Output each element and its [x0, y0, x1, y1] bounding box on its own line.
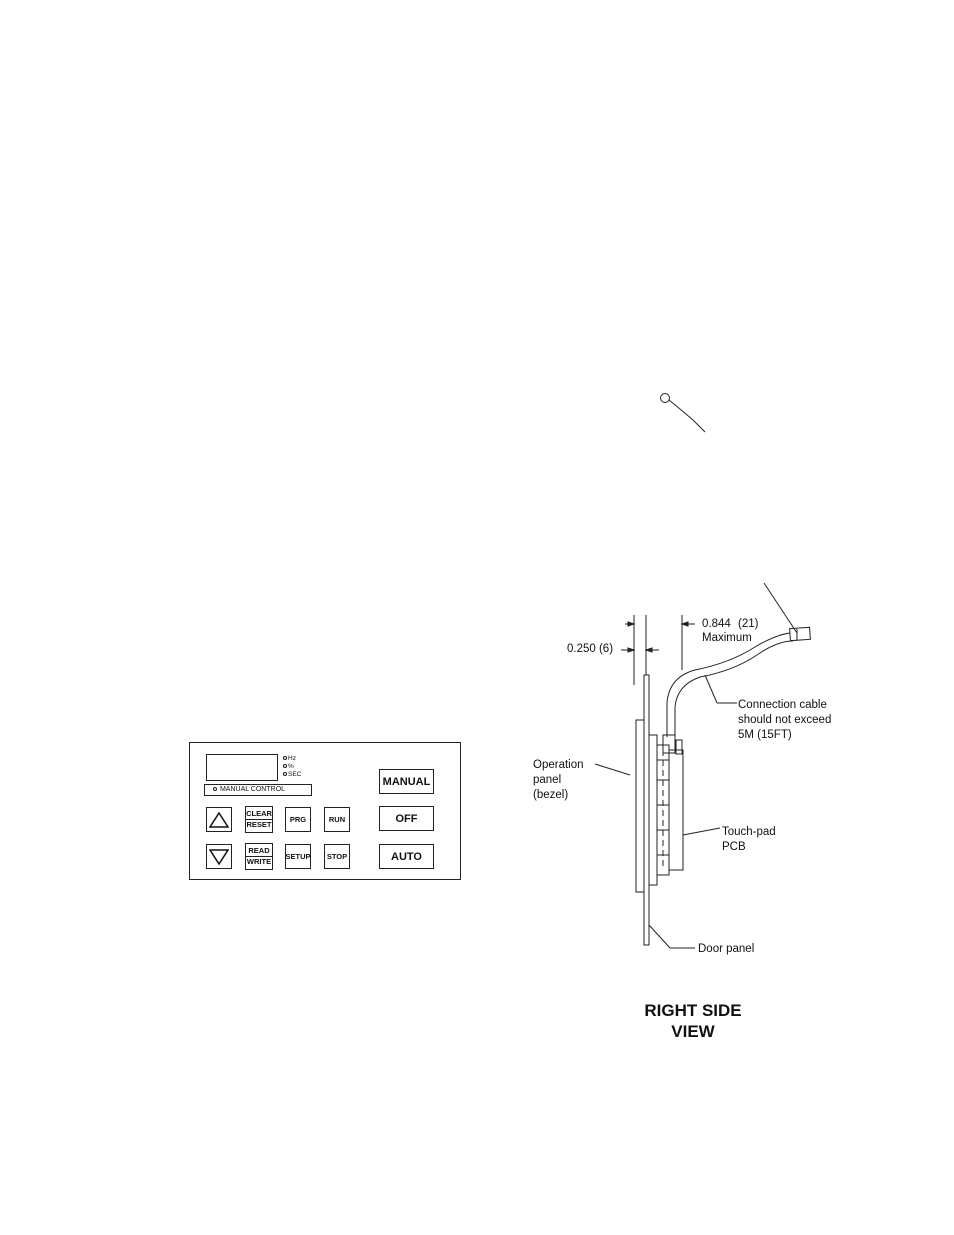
dim-max-word: Maximum [702, 631, 752, 645]
door-panel-label: Door panel [698, 942, 754, 956]
unit-indicators: Hz % SEC [283, 755, 301, 779]
unit-hz: Hz [283, 755, 301, 763]
down-button[interactable] [206, 844, 232, 869]
dim-max-metric: (21) [738, 617, 758, 631]
view-title-line2: VIEW [623, 1021, 763, 1042]
view-title-line1: RIGHT SIDE [623, 1000, 763, 1021]
dim-max-value: 0.844 [702, 617, 731, 631]
cable-note-line2: should not exceed [738, 713, 831, 727]
unit-percent: % [283, 763, 301, 771]
stop-button[interactable]: STOP [324, 844, 350, 869]
prg-button[interactable]: PRG [285, 807, 311, 832]
off-button[interactable]: OFF [379, 806, 434, 831]
led-icon [283, 764, 287, 768]
run-button[interactable]: RUN [324, 807, 350, 832]
dim-bezel-label: 0.250 (6) [567, 642, 613, 656]
unit-sec: SEC [283, 771, 301, 779]
manual-control-indicator: MANUAL CONTROL [204, 784, 312, 796]
lcd-display [206, 754, 278, 781]
operation-panel-line2: panel [533, 773, 561, 787]
led-icon [283, 756, 287, 760]
auto-button[interactable]: AUTO [379, 844, 434, 869]
cable-note-line1: Connection cable [738, 698, 827, 712]
pcb-label-line1: Touch-pad [722, 825, 776, 839]
up-triangle-icon [209, 812, 229, 828]
operation-panel-line1: Operation [533, 758, 584, 772]
setup-button[interactable]: SETUP [285, 844, 311, 869]
led-icon [213, 787, 217, 791]
down-triangle-icon [209, 849, 229, 865]
stray-leader-mark [655, 388, 715, 438]
cable-note-line3: 5M (15FT) [738, 728, 792, 742]
operation-panel-line3: (bezel) [533, 788, 568, 802]
manual-button[interactable]: MANUAL [379, 769, 434, 794]
up-button[interactable] [206, 807, 232, 832]
led-icon [283, 772, 287, 776]
pcb-label-line2: PCB [722, 840, 746, 854]
